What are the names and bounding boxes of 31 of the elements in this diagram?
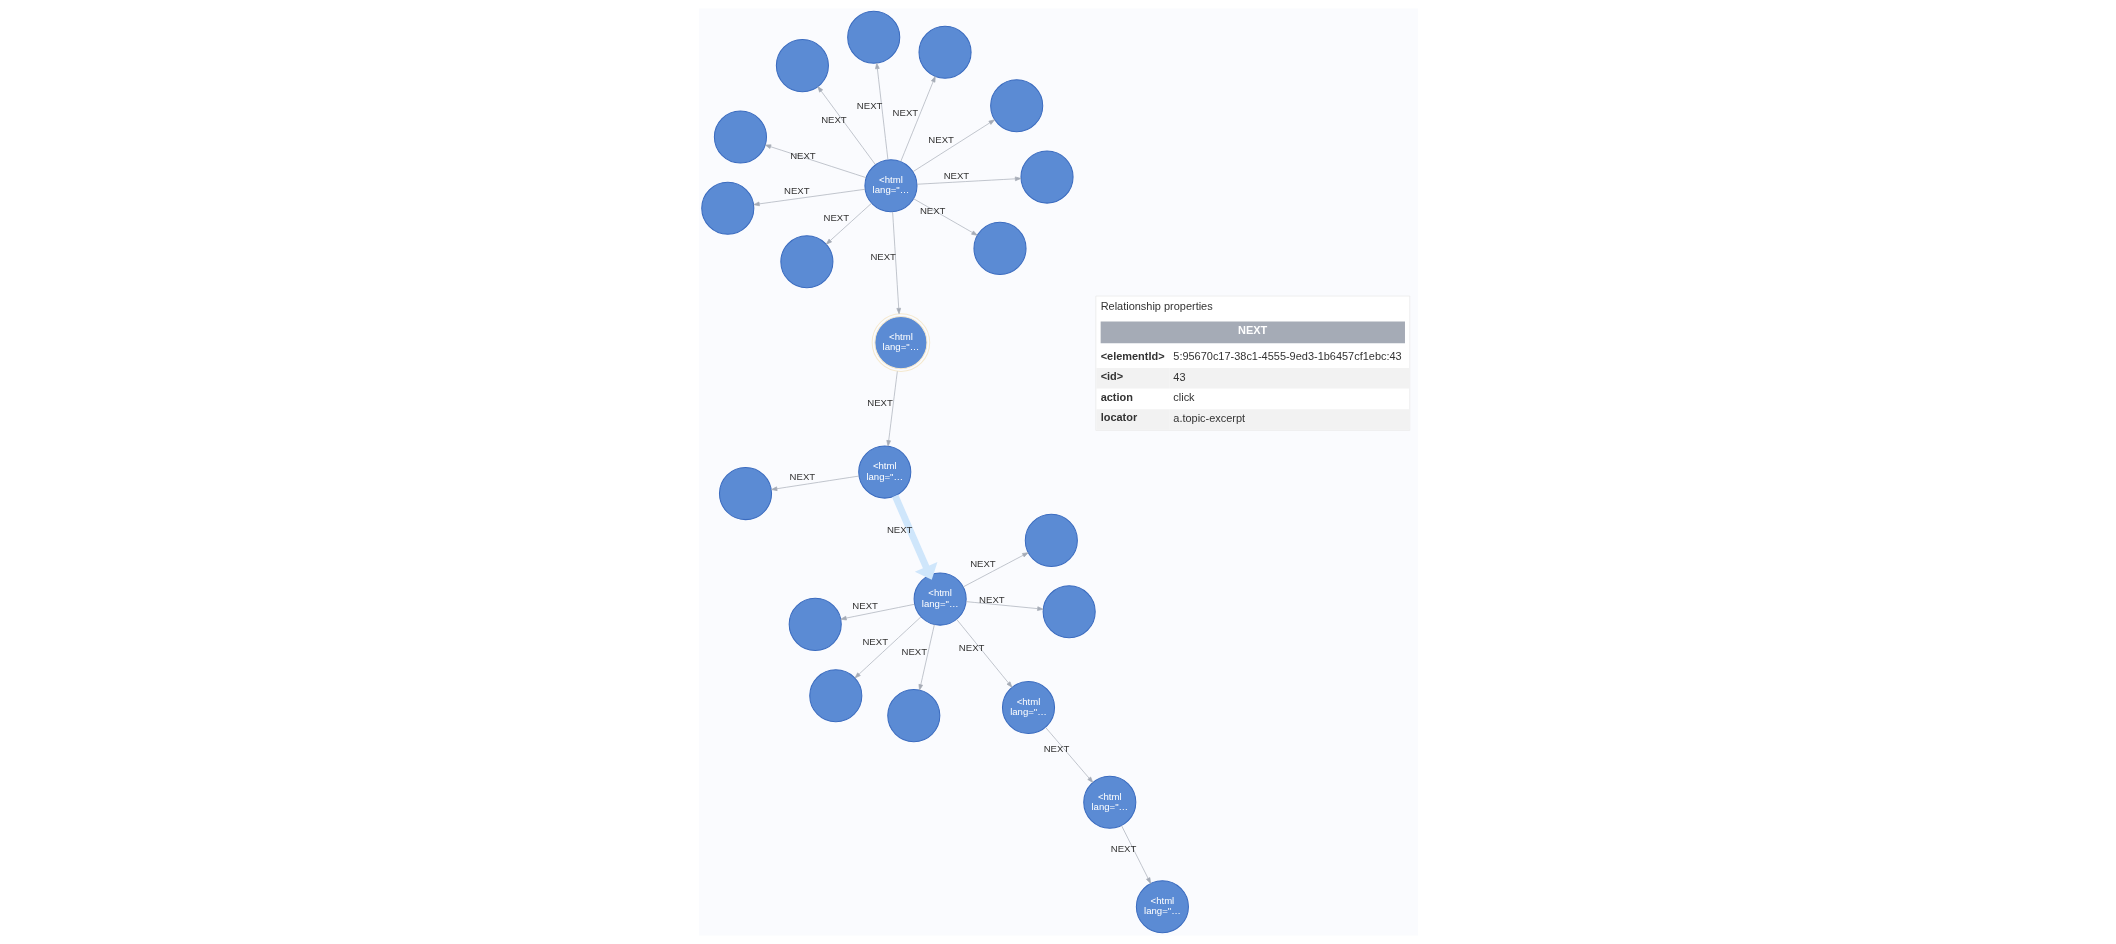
edge-label: NEXT <box>886 523 912 535</box>
edge-label: NEXT <box>822 212 849 224</box>
label: <elementId> <box>1100 349 1165 362</box>
edge-label: NEXT <box>927 134 954 146</box>
edge-label: NEXT <box>861 635 888 647</box>
label: a.topic-excerpt <box>1172 412 1245 425</box>
edge-label: NEXT <box>958 641 984 653</box>
edge-label: NEXT <box>1110 843 1136 855</box>
edge-label: NEXT <box>789 471 815 483</box>
edge-label: NEXT <box>943 169 969 181</box>
edge-label: NEXT <box>900 645 927 657</box>
edge-label: NEXT <box>869 250 896 262</box>
label: <id> <box>1100 370 1123 383</box>
edge-label: NEXT <box>783 185 810 197</box>
edge-label: NEXT <box>919 205 945 217</box>
label: Relationship properties <box>1100 299 1213 312</box>
edge-label: NEXT <box>978 593 1005 605</box>
edge-label: NEXT <box>856 99 882 111</box>
edge-label: NEXT <box>820 113 847 125</box>
edge-label: NEXT <box>789 149 816 161</box>
edge-label: NEXT <box>1043 743 1069 755</box>
label: 43 <box>1172 370 1185 383</box>
label: click <box>1172 391 1195 404</box>
label: NEXT <box>1237 324 1267 337</box>
label: locator <box>1100 411 1137 424</box>
edge-label: NEXT <box>866 396 893 408</box>
edge-label: NEXT <box>892 107 918 119</box>
edge-label: NEXT <box>851 600 878 612</box>
edge-label: NEXT <box>969 558 996 570</box>
label: 5:95670c17-38c1-4555-9ed3-1b6457cf1ebc:43 <box>1172 350 1402 363</box>
label: action <box>1100 390 1133 403</box>
